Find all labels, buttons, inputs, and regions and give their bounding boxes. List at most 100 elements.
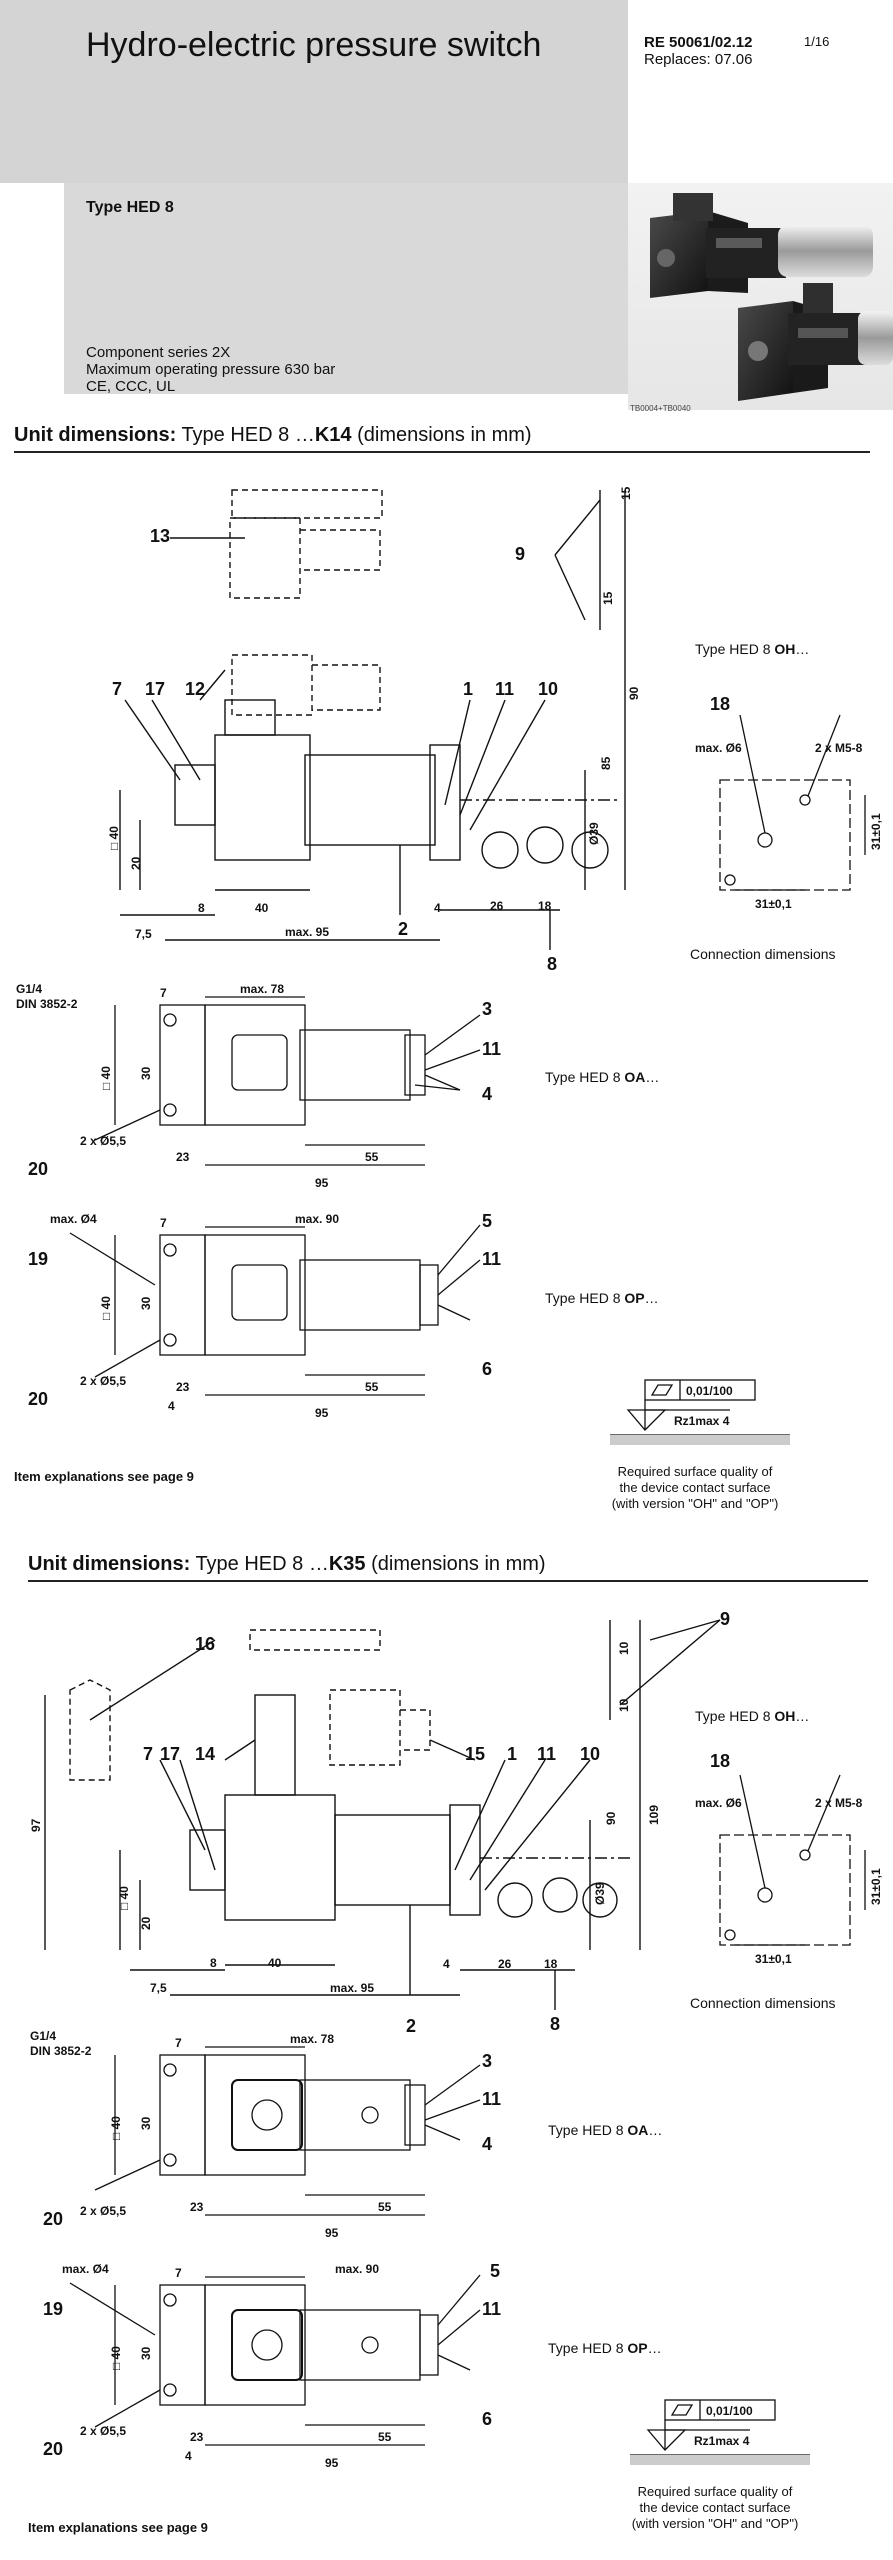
- document-title: Hydro-electric pressure switch: [86, 26, 542, 64]
- svg-text:20: 20: [139, 1916, 153, 1930]
- variant-oh-label-1: Type HED 8 OH…: [695, 641, 810, 657]
- svg-text:14: 14: [195, 1744, 215, 1764]
- svg-text:30: 30: [139, 2116, 153, 2130]
- svg-text:26: 26: [490, 899, 504, 913]
- header-ref-area: [628, 0, 893, 183]
- k14-oh-connection-drawing: 18 max. Ø6 2 x M5-8 31±0,1 31±0,1: [695, 694, 883, 911]
- surface-quality-symbol-1: 0,01/100 Rz1max 4: [610, 1379, 790, 1445]
- svg-text:8: 8: [550, 2014, 560, 2034]
- section-title-type: Type HED 8 …: [195, 1553, 329, 1575]
- svg-text:31±0,1: 31±0,1: [869, 813, 883, 850]
- section-title-type: Type HED 8 …: [181, 424, 315, 446]
- svg-text:2 x Ø5,5: 2 x Ø5,5: [80, 1134, 126, 1148]
- svg-text:6: 6: [482, 1359, 492, 1379]
- product-photo: [628, 183, 893, 410]
- svg-text:109: 109: [647, 1805, 661, 1825]
- spec-line: Component series 2X: [86, 344, 231, 361]
- svg-text:30: 30: [139, 1296, 153, 1310]
- svg-text:23: 23: [190, 2200, 204, 2214]
- svg-text:□ 40: □ 40: [109, 2346, 123, 2370]
- svg-text:55: 55: [365, 1150, 379, 1164]
- connection-dimensions-label-1: Connection dimensions: [690, 946, 836, 962]
- svg-text:7: 7: [175, 2266, 182, 2280]
- svg-text:max. 90: max. 90: [335, 2262, 379, 2276]
- svg-text:DIN 3852-2: DIN 3852-2: [16, 997, 78, 1011]
- svg-text:19: 19: [28, 1249, 48, 1269]
- spec-line: CE, CCC, UL: [86, 378, 176, 395]
- svg-text:18: 18: [710, 1751, 730, 1771]
- svg-text:18: 18: [710, 694, 730, 714]
- svg-text:7: 7: [112, 679, 122, 699]
- svg-text:max. Ø6: max. Ø6: [695, 741, 742, 755]
- svg-text:2 x M5-8: 2 x M5-8: [815, 1796, 863, 1810]
- svg-text:95: 95: [325, 2456, 339, 2470]
- svg-text:15: 15: [601, 591, 615, 605]
- svg-text:31±0,1: 31±0,1: [869, 1868, 883, 1905]
- svg-text:11: 11: [482, 2299, 501, 2319]
- svg-text:□ 40: □ 40: [99, 1296, 113, 1320]
- k14-dimension-drawing: 13 9 7 17 12 1 11 10 2 8 15 15 90 85 □ 4…: [107, 486, 641, 974]
- surface-quality-note-2: Required surface quality of the device c…: [631, 2484, 799, 2531]
- surface-quality-symbol-2: 0,01/100 Rz1max 4: [630, 2399, 810, 2465]
- svg-text:11: 11: [482, 2089, 501, 2109]
- svg-text:20: 20: [43, 2439, 63, 2459]
- item-explanations-note-1: Item explanations see page 9: [14, 1469, 194, 1484]
- svg-text:Ø39: Ø39: [587, 822, 601, 845]
- section-title-suffix: (dimensions in mm): [357, 424, 532, 446]
- svg-text:2: 2: [406, 2016, 416, 2036]
- page-number: 1/16: [804, 34, 830, 49]
- variant-oa-label-1: Type HED 8 OA…: [545, 1069, 660, 1085]
- svg-text:7: 7: [160, 1216, 167, 1230]
- svg-text:max. Ø6: max. Ø6: [695, 1796, 742, 1810]
- svg-text:max. 78: max. 78: [240, 982, 284, 996]
- svg-text:4: 4: [434, 901, 441, 915]
- svg-text:Ø39: Ø39: [593, 1882, 607, 1905]
- svg-text:95: 95: [315, 1176, 329, 1190]
- svg-text:85: 85: [599, 756, 613, 770]
- item-explanations-note-2: Item explanations see page 9: [28, 2520, 208, 2535]
- svg-text:5: 5: [482, 1211, 492, 1231]
- svg-text:17: 17: [160, 1744, 180, 1764]
- section-title-suffix: (dimensions in mm): [371, 1553, 546, 1575]
- svg-text:□ 40: □ 40: [99, 1066, 113, 1090]
- k14-oa-drawing: G1/4 DIN 3852-2 7 max. 78 □ 40 30 2 x Ø5…: [16, 982, 501, 1190]
- svg-text:1: 1: [507, 1744, 517, 1764]
- svg-text:max. Ø4: max. Ø4: [62, 2262, 109, 2276]
- svg-text:Rz1max 4: Rz1max 4: [674, 1414, 730, 1428]
- svg-text:11: 11: [537, 1744, 556, 1764]
- svg-text:18: 18: [544, 1957, 558, 1971]
- svg-text:95: 95: [325, 2226, 339, 2240]
- section-title-code: K14: [314, 424, 352, 446]
- svg-text:10: 10: [538, 679, 558, 699]
- svg-text:30: 30: [139, 2346, 153, 2360]
- svg-text:max. Ø4: max. Ø4: [50, 1212, 97, 1226]
- svg-text:4: 4: [482, 2134, 492, 2154]
- svg-text:90: 90: [627, 686, 641, 700]
- svg-text:7: 7: [160, 986, 167, 1000]
- variant-op-label-2: Type HED 8 OP…: [548, 2340, 662, 2356]
- variant-oh-label-2: Type HED 8 OH…: [695, 1708, 810, 1724]
- svg-text:17: 17: [145, 679, 165, 699]
- section-title-prefix: Unit dimensions:: [14, 424, 177, 446]
- svg-text:4: 4: [443, 1957, 450, 1971]
- k35-oh-connection-drawing: 18 max. Ø6 2 x M5-8 31±0,1 31±0,1: [695, 1751, 883, 1966]
- header-band: [0, 0, 628, 183]
- svg-text:3: 3: [482, 999, 492, 1019]
- svg-text:8: 8: [198, 901, 205, 915]
- k35-dimension-drawing: 16 9 7 17 14 15 1 11 10 2 8 10 10 109 90…: [29, 1609, 730, 2036]
- svg-text:10: 10: [617, 1698, 631, 1712]
- svg-text:95: 95: [315, 1406, 329, 1420]
- section-title-k35: Unit dimensions: Type HED 8 …K35 (dimens…: [28, 1553, 868, 1582]
- svg-text:8: 8: [547, 954, 557, 974]
- svg-text:11: 11: [495, 679, 514, 699]
- variant-op-label-1: Type HED 8 OP…: [545, 1290, 659, 1306]
- document-reference: RE 50061/02.12 Replaces: 07.06: [644, 34, 752, 68]
- header-band-lower: [64, 183, 628, 394]
- svg-text:2: 2: [398, 919, 408, 939]
- svg-text:40: 40: [255, 901, 269, 915]
- svg-text:7,5: 7,5: [135, 927, 152, 941]
- spec-line: Maximum operating pressure 630 bar: [86, 361, 336, 378]
- svg-text:7: 7: [143, 1744, 153, 1764]
- svg-text:5: 5: [490, 2261, 500, 2281]
- svg-text:20: 20: [43, 2209, 63, 2229]
